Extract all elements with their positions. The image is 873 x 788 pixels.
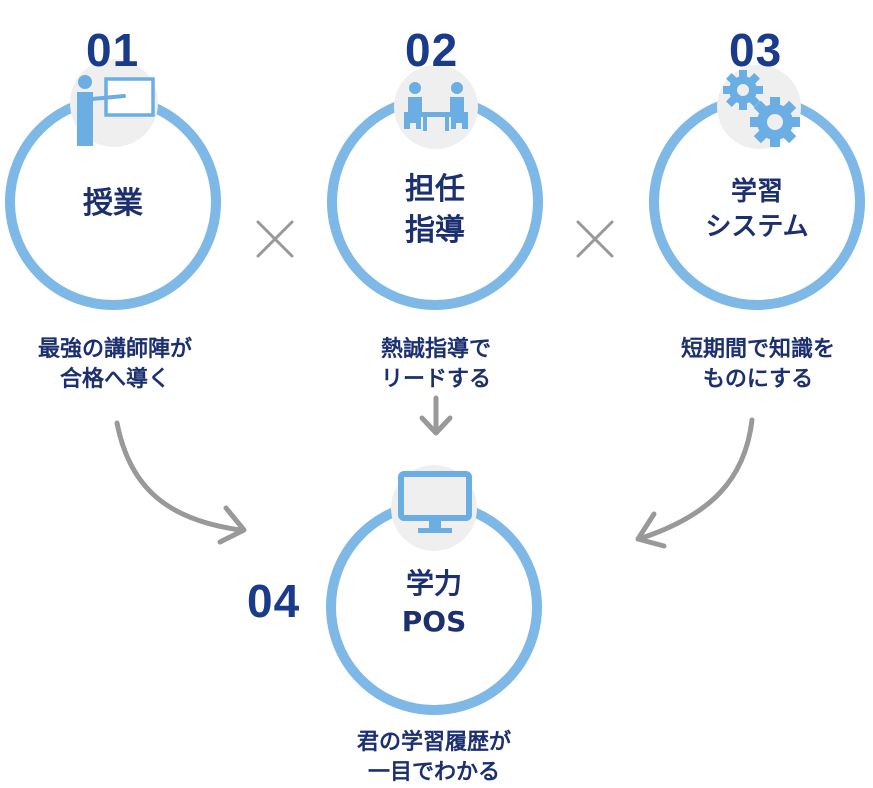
arrow-from-01 <box>114 420 247 545</box>
icon-bg-02 <box>394 65 478 149</box>
step-caption-01: 最強の講師陣が 合格へ導く <box>37 337 192 392</box>
icon-bg-04 <box>391 465 477 551</box>
step-number-04: 04 <box>247 575 301 627</box>
result-title: 学力 POS <box>401 567 467 638</box>
meeting-table-icon <box>404 82 468 131</box>
step-caption-02: 熱誠指導で リードする <box>380 337 491 392</box>
step-caption-03: 短期間で知識を ものにする <box>680 337 835 392</box>
step-title-01: 授業 <box>83 186 143 221</box>
arrow-from-02 <box>419 395 453 436</box>
step-title-02: 担任 指導 <box>405 172 465 248</box>
arrow-from-03 <box>635 417 755 549</box>
times-operator-2 <box>576 220 614 258</box>
teacher-whiteboard-icon <box>77 75 155 146</box>
monitor-icon <box>398 471 472 533</box>
result-caption: 君の学習履歴が 一目でわかる <box>356 730 511 785</box>
step-number-03: 03 <box>729 24 783 76</box>
times-operator-1 <box>256 220 294 258</box>
step-number-01: 01 <box>86 24 140 76</box>
gears-icon <box>723 70 800 147</box>
step-number-02: 02 <box>405 24 459 76</box>
step-title-03: 学習 システム <box>705 177 809 243</box>
